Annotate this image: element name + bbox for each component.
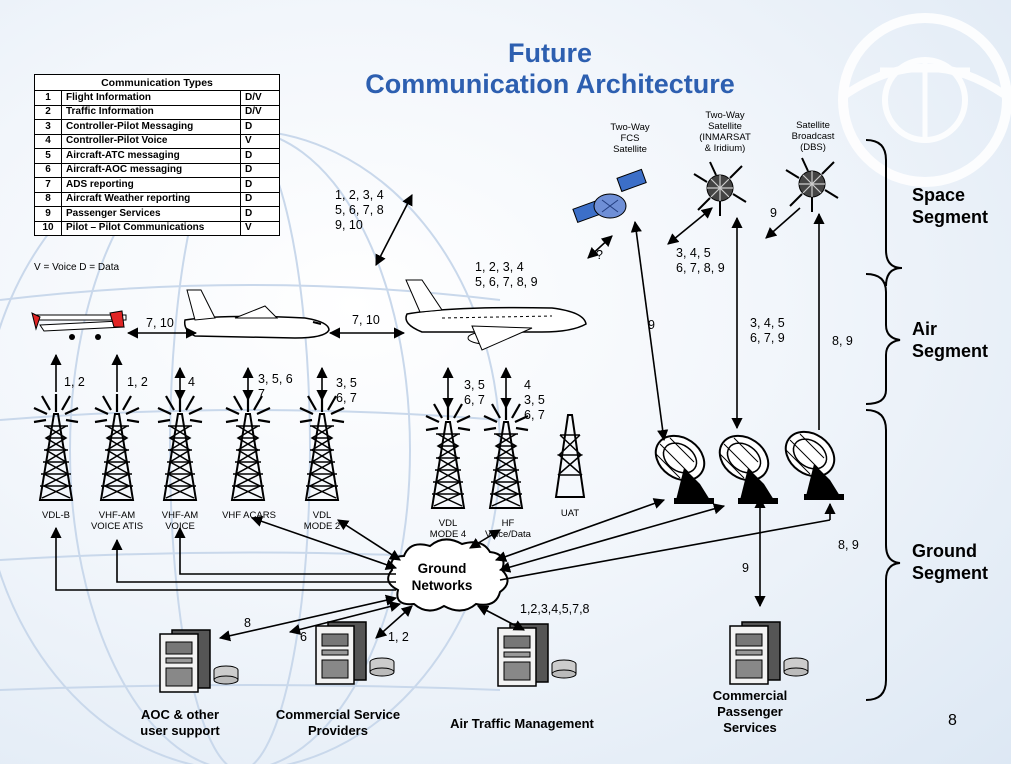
vdl4-tower-icon — [424, 400, 472, 510]
link-label-inmarsat: 3, 4, 5 6, 7, 8, 9 — [676, 246, 725, 275]
small-aircraft-icon — [31, 310, 127, 340]
inmarsat-satellite-label: Two-Way Satellite (INMARSAT & Iridium) — [699, 110, 751, 154]
link-arrows — [50, 194, 836, 642]
table-header: Communication Types — [34, 74, 280, 91]
station-label-uat: UAT — [560, 508, 580, 519]
link-label-voice: 4 — [188, 375, 195, 389]
link-label-dbs-down: 8, 9 — [832, 334, 853, 348]
link-label-hf: 4 3, 5 6, 7 — [524, 378, 545, 422]
link-label-cargo-jet: 7, 10 — [352, 313, 380, 327]
dish-fcs-icon — [646, 425, 715, 505]
link-label-pax: 9 — [742, 561, 749, 575]
cps-server-icon — [729, 621, 809, 685]
title-line-2: Communication Architecture — [365, 69, 735, 99]
air-segment-label: Air Segment — [912, 319, 989, 361]
link-label-csp-2: 1, 2 — [388, 630, 409, 644]
table-legend: V = Voice D = Data — [34, 262, 120, 273]
station-label-vdl4: VDL MODE 4 — [429, 518, 467, 540]
station-label-vhf-atis: VHF-AM VOICE ATIS — [90, 510, 144, 532]
link-label-fcs-down: 9 — [648, 318, 655, 332]
ground-networks-label: Ground Networks — [411, 561, 473, 593]
link-label-vdl4: 3, 5 6, 7 — [464, 378, 485, 407]
dbs-satellite-icon — [785, 157, 839, 213]
facility-label-atm: Air Traffic Management — [450, 716, 594, 731]
vhf-atis-tower-icon — [93, 392, 141, 502]
title-line-1: Future — [508, 38, 592, 68]
facility-label-csp: Commercial Service Providers — [275, 707, 401, 738]
link-label-aoc: 8 — [244, 616, 251, 630]
station-label-vdl2: VDL MODE 2 — [303, 510, 341, 532]
icao-emblem — [838, 13, 1011, 187]
dbs-satellite-label: Satellite Broadcast (DBS) — [791, 120, 835, 153]
aoc-server-icon — [159, 629, 239, 693]
ground-segment-label: Ground Segment — [912, 541, 989, 583]
vhf-acars-tower-icon — [224, 392, 272, 502]
page-number: 8 — [948, 712, 957, 729]
inmarsat-satellite-icon — [693, 161, 747, 217]
fcs-satellite-icon — [572, 168, 647, 224]
station-label-vdlb: VDL-B — [42, 510, 70, 521]
cargo-aircraft-icon — [183, 289, 330, 339]
link-label-vdlb: 1, 2 — [64, 375, 85, 389]
space-segment-label: Space Segment — [912, 185, 989, 227]
csp-server-icon — [315, 621, 395, 685]
fcs-satellite-label: Two-Way FCS Satellite — [610, 122, 650, 155]
station-label-hf: HF Voice/Data — [485, 518, 531, 540]
slide-title: Future Communication Architecture — [330, 38, 770, 100]
link-label-ground-dishes: 8, 9 — [838, 538, 859, 552]
uat-tower-icon — [554, 414, 586, 498]
link-label-jet-top: 1, 2, 3, 4 5, 6, 7, 8, 9 — [475, 260, 538, 289]
link-label-vdl2: 3, 5 6, 7 — [336, 376, 357, 405]
link-label-csp: 6 — [300, 630, 307, 644]
link-label-small-cargo: 7, 10 — [146, 316, 174, 330]
link-label-a2g-top: 1, 2, 3, 4 5, 6, 7, 8 9, 10 — [335, 188, 384, 232]
link-label-acars: 3, 5, 6 7 — [258, 372, 293, 401]
station-label-vhf-voice: VHF-AM VOICE — [161, 510, 199, 532]
link-label-dbs: 9 — [770, 206, 777, 220]
link-label-inmarsat-down: 3, 4, 5 6, 7, 9 — [750, 316, 785, 345]
vhf-voice-tower-icon — [156, 392, 204, 502]
link-label-atm: 1,2,3,4,5,7,8 — [520, 602, 590, 616]
facility-label-cps: Commercial Passenger Services — [712, 688, 788, 735]
atm-server-icon — [497, 623, 577, 687]
airliner-icon — [405, 279, 587, 351]
segment-braces — [865, 139, 903, 701]
station-label-vhf-acars: VHF ACARS — [222, 510, 276, 521]
facility-label-aoc: AOC & other user support — [140, 707, 220, 738]
link-label-sat-question: ? — [596, 248, 603, 262]
dish-inmarsat-icon — [710, 425, 779, 505]
vdl2-tower-icon — [298, 392, 346, 502]
hf-tower-icon — [482, 400, 530, 510]
link-label-atis: 1, 2 — [127, 375, 148, 389]
dish-dbs-icon — [776, 421, 845, 501]
